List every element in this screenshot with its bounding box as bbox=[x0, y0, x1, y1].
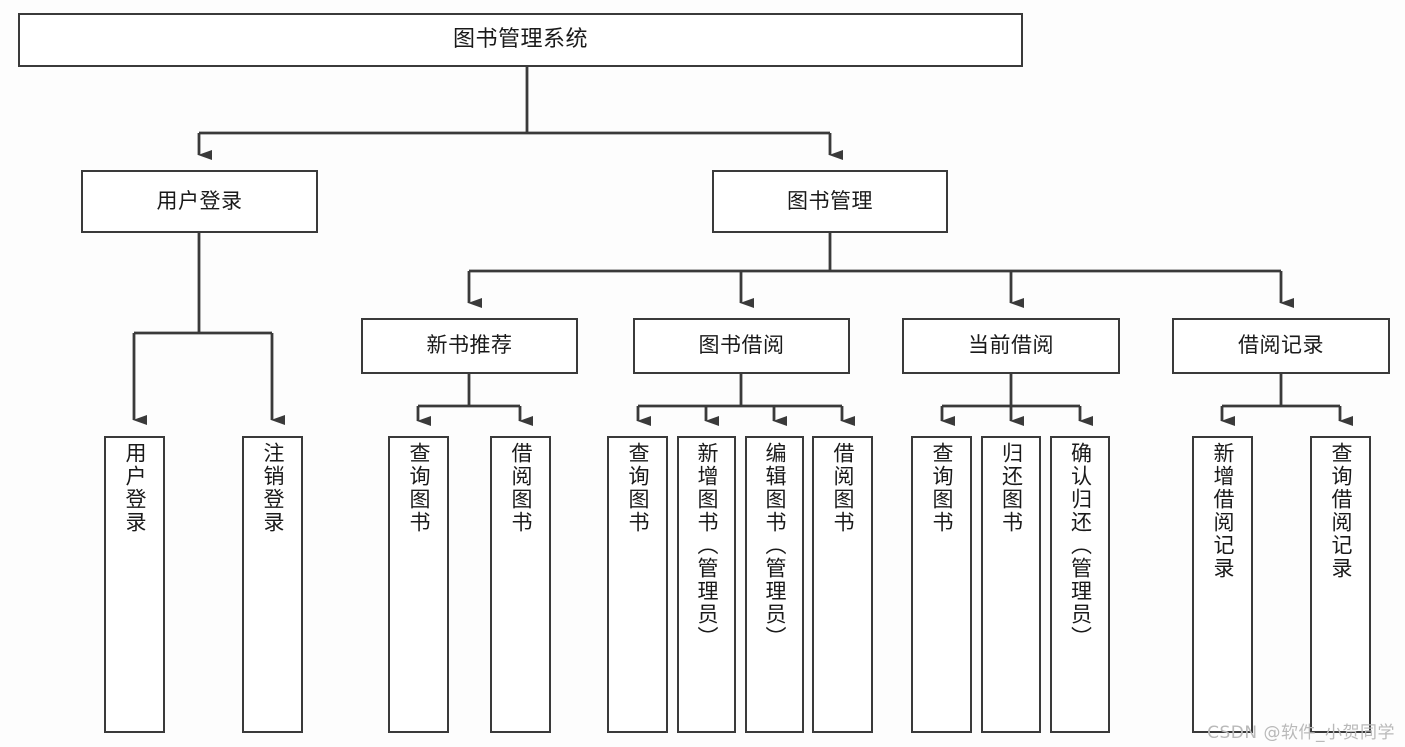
node-book-borrow-label: 图书借阅 bbox=[698, 333, 785, 358]
node-leaf-logout[interactable]: 注销登录 bbox=[242, 436, 303, 733]
node-leaf-query-record-label: 查询借阅记录 bbox=[1329, 442, 1353, 580]
node-leaf-return-book[interactable]: 归还图书 bbox=[981, 436, 1041, 733]
node-leaf-edit-book[interactable]: 编辑图书（管理员） bbox=[745, 436, 804, 733]
node-book-manage[interactable]: 图书管理 bbox=[712, 170, 948, 233]
node-leaf-borrow-book-1-label: 借阅图书 bbox=[509, 442, 533, 534]
node-leaf-user-login[interactable]: 用户登录 bbox=[104, 436, 165, 733]
node-current-borrow[interactable]: 当前借阅 bbox=[902, 318, 1120, 374]
node-leaf-query-book-3-label: 查询图书 bbox=[930, 442, 954, 534]
node-leaf-query-book-1-label: 查询图书 bbox=[407, 442, 431, 534]
node-root[interactable]: 图书管理系统 bbox=[18, 13, 1023, 67]
node-new-book-recommend-label: 新书推荐 bbox=[426, 333, 513, 358]
node-leaf-query-book-2-label: 查询图书 bbox=[626, 442, 650, 534]
node-leaf-query-book-1[interactable]: 查询图书 bbox=[388, 436, 449, 733]
node-new-book-recommend[interactable]: 新书推荐 bbox=[361, 318, 578, 374]
node-leaf-user-login-label: 用户登录 bbox=[123, 442, 147, 534]
watermark: CSDN @软件_小贺同学 bbox=[1207, 723, 1395, 743]
node-leaf-borrow-book-1[interactable]: 借阅图书 bbox=[490, 436, 551, 733]
node-current-borrow-label: 当前借阅 bbox=[968, 333, 1054, 358]
node-leaf-confirm-return-label: 确认归还（管理员） bbox=[1068, 442, 1093, 649]
node-leaf-add-book[interactable]: 新增图书（管理员） bbox=[677, 436, 736, 733]
node-leaf-borrow-book-2-label: 借阅图书 bbox=[831, 442, 855, 534]
node-leaf-return-book-label: 归还图书 bbox=[999, 442, 1024, 534]
node-leaf-borrow-book-2[interactable]: 借阅图书 bbox=[812, 436, 873, 733]
node-borrow-record-label: 借阅记录 bbox=[1238, 333, 1324, 358]
node-leaf-query-book-2[interactable]: 查询图书 bbox=[607, 436, 668, 733]
node-borrow-record[interactable]: 借阅记录 bbox=[1172, 318, 1390, 374]
node-leaf-query-record[interactable]: 查询借阅记录 bbox=[1310, 436, 1371, 733]
node-user-login[interactable]: 用户登录 bbox=[81, 170, 318, 233]
node-leaf-add-book-label: 新增图书（管理员） bbox=[695, 442, 719, 649]
node-book-borrow[interactable]: 图书借阅 bbox=[633, 318, 850, 374]
node-leaf-logout-label: 注销登录 bbox=[261, 442, 285, 534]
node-user-login-label: 用户登录 bbox=[156, 188, 243, 213]
node-leaf-query-book-3[interactable]: 查询图书 bbox=[911, 436, 972, 733]
node-book-manage-label: 图书管理 bbox=[787, 188, 873, 213]
node-leaf-edit-book-label: 编辑图书（管理员） bbox=[763, 442, 787, 649]
node-leaf-add-record-label: 新增借阅记录 bbox=[1211, 442, 1235, 580]
node-leaf-confirm-return[interactable]: 确认归还（管理员） bbox=[1050, 436, 1110, 733]
node-root-label: 图书管理系统 bbox=[452, 26, 588, 52]
node-leaf-add-record[interactable]: 新增借阅记录 bbox=[1192, 436, 1253, 733]
